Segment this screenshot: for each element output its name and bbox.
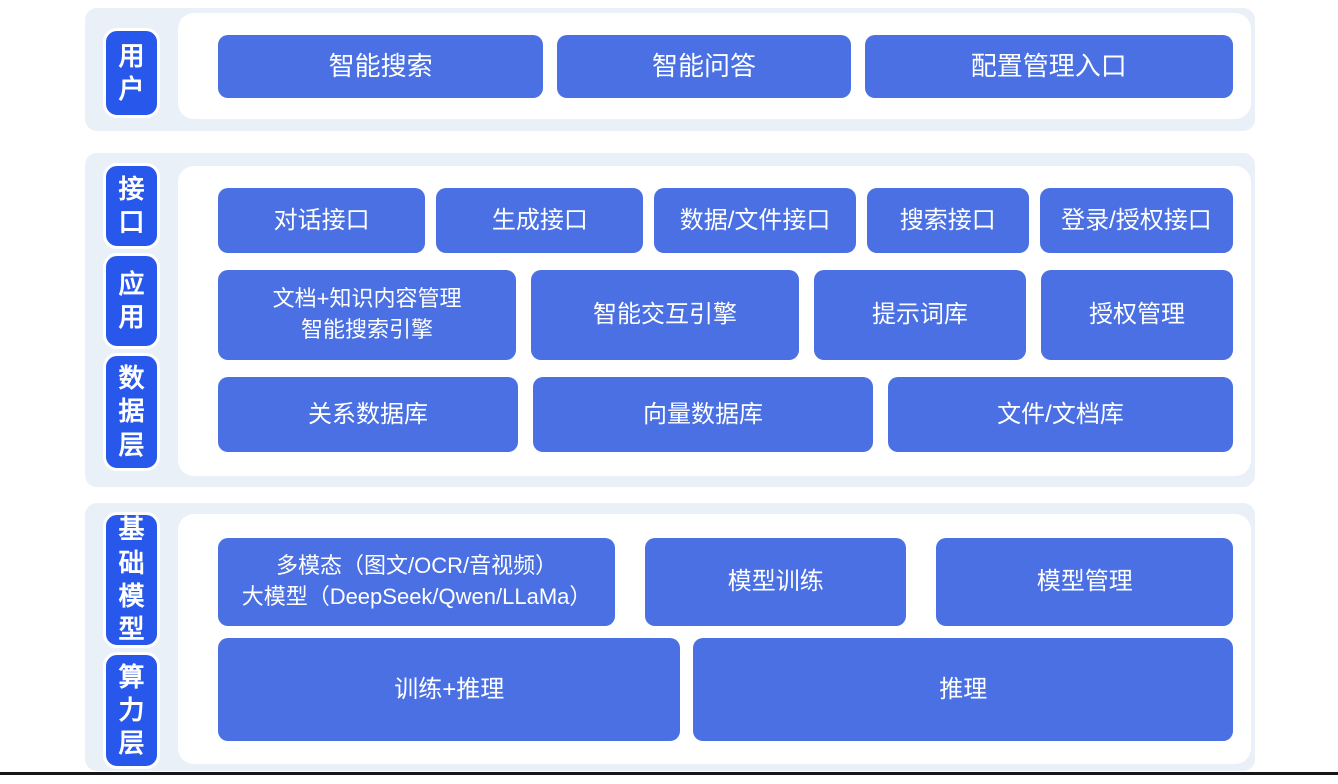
btn-vector-db: 向量数据库 — [533, 377, 873, 452]
foundation-model-row: 多模态（图文/OCR/音视频） 大模型（DeepSeek/Qwen/LLaMa）… — [218, 538, 1233, 626]
btn-file-doc-store: 文件/文档库 — [888, 377, 1233, 452]
btn-prompt-library: 提示词库 — [813, 270, 1027, 360]
user-layer-section: 用 户 智能搜索 智能问答 配置管理入口 — [85, 8, 1255, 131]
badge-user-layer: 用 户 — [103, 28, 160, 118]
btn-auth-management: 授权管理 — [1041, 270, 1234, 360]
application-row: 文档+知识内容管理 智能搜索引擎 智能交互引擎 提示词库 授权管理 — [218, 270, 1234, 360]
btn-inference: 推理 — [693, 638, 1233, 741]
user-layer-badge-column: 用 户 — [85, 8, 178, 131]
btn-config-management-entry: 配置管理入口 — [864, 34, 1233, 98]
btn-smart-qa: 智能问答 — [557, 34, 851, 98]
badge-data-layer: 数 据 层 — [103, 353, 160, 471]
compute-row: 训练+推理 推理 — [218, 638, 1233, 741]
btn-multimodal-llm: 多模态（图文/OCR/音视频） 大模型（DeepSeek/Qwen/LLaMa） — [218, 538, 616, 626]
btn-generation-api: 生成接口 — [436, 188, 644, 253]
badge-interface-layer: 接 口 — [103, 163, 160, 249]
btn-model-management: 模型管理 — [936, 538, 1233, 626]
btn-training-plus-inference: 训练+推理 — [218, 638, 681, 741]
user-layer-panel: 智能搜索 智能问答 配置管理入口 — [178, 13, 1251, 119]
badge-foundation-model-layer: 基 础 模 型 — [103, 512, 160, 648]
btn-smart-interaction-engine: 智能交互引擎 — [531, 270, 799, 360]
base-layer-panel: 多模态（图文/OCR/音视频） 大模型（DeepSeek/Qwen/LLaMa）… — [178, 514, 1251, 764]
badge-compute-layer: 算 力 层 — [103, 652, 160, 769]
data-layer-row: 关系数据库 向量数据库 文件/文档库 — [218, 377, 1233, 452]
mid-layer-badge-column: 接 口 应 用 数 据 层 — [85, 153, 178, 487]
btn-dialog-api: 对话接口 — [218, 188, 426, 253]
btn-doc-knowledge-search-engine: 文档+知识内容管理 智能搜索引擎 — [218, 270, 517, 360]
btn-model-training: 模型训练 — [645, 538, 907, 626]
user-layer-row: 智能搜索 智能问答 配置管理入口 — [218, 34, 1233, 98]
base-layer-badge-column: 基 础 模 型 算 力 层 — [85, 503, 178, 771]
mid-layer-panel: 对话接口 生成接口 数据/文件接口 搜索接口 登录/授权接口 文档+知识内容管理… — [178, 166, 1251, 476]
badge-application-layer: 应 用 — [103, 253, 160, 349]
interface-row: 对话接口 生成接口 数据/文件接口 搜索接口 登录/授权接口 — [218, 188, 1234, 253]
interface-application-data-section: 接 口 应 用 数 据 层 对话接口 生成接口 数据/文件接口 搜索接口 登录/… — [85, 153, 1255, 487]
btn-data-file-api: 数据/文件接口 — [654, 188, 856, 253]
foundation-model-compute-section: 基 础 模 型 算 力 层 多模态（图文/OCR/音视频） 大模型（DeepSe… — [85, 503, 1255, 771]
bottom-divider-line — [0, 772, 1338, 775]
btn-search-api: 搜索接口 — [866, 188, 1029, 253]
btn-smart-search: 智能搜索 — [218, 34, 544, 98]
btn-relational-db: 关系数据库 — [218, 377, 518, 452]
btn-login-auth-api: 登录/授权接口 — [1039, 188, 1234, 253]
